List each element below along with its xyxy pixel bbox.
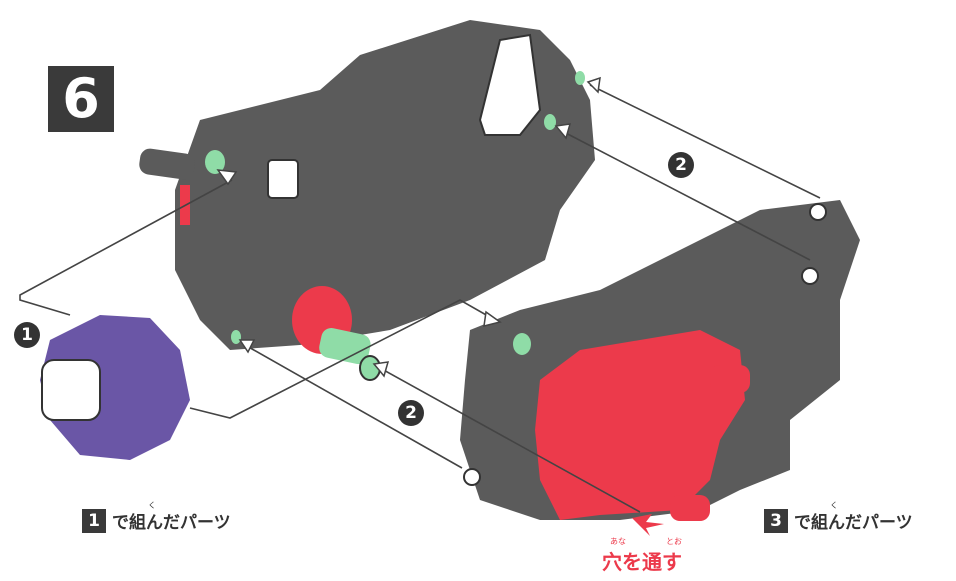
callout-2-upper: 2 [668,152,694,178]
guide-lines [19,84,821,513]
top-bracket [478,33,542,136]
note-ruby-too: とお [666,537,682,546]
frame-green-hole [513,333,531,355]
motor-assembly [40,315,190,460]
arrow-heads [216,76,601,378]
part-ref-3: 3 で組んだパーツ [764,508,913,533]
ruby-ku-1: く [148,501,156,510]
callout-2-lower: 2 [398,400,424,426]
small-bushing [231,330,241,344]
ruby-ku-3: く [830,501,838,510]
screw-1 [809,203,827,221]
part-ref-1-text: で組んだパーツ [112,513,231,533]
pin-green-1 [575,71,585,85]
screw-3 [463,468,481,486]
knurled-screw [267,159,299,199]
red-shaft-right [710,365,750,393]
red-arrow [632,514,664,536]
red-gear-plate [535,330,745,520]
red-shaft-lower [670,495,710,521]
motor-can [41,359,101,421]
bushing-green [205,150,225,174]
part-ref-1: 1 で組んだパーツ [82,508,231,533]
insert-through-hole-note: 穴を通す [602,550,682,574]
callout-1: 1 [14,322,40,348]
part-ref-3-number: 3 [764,508,788,533]
green-shaft [319,328,371,365]
part-ref-1-number: 1 [82,508,106,533]
step-number: 6 [48,66,114,132]
note-ruby-ana: あな [610,537,626,546]
part-ref-3-text: で組んだパーツ [794,513,913,533]
left-shaft [139,148,195,180]
pin-green-2 [544,114,556,130]
screw-2 [801,267,819,285]
